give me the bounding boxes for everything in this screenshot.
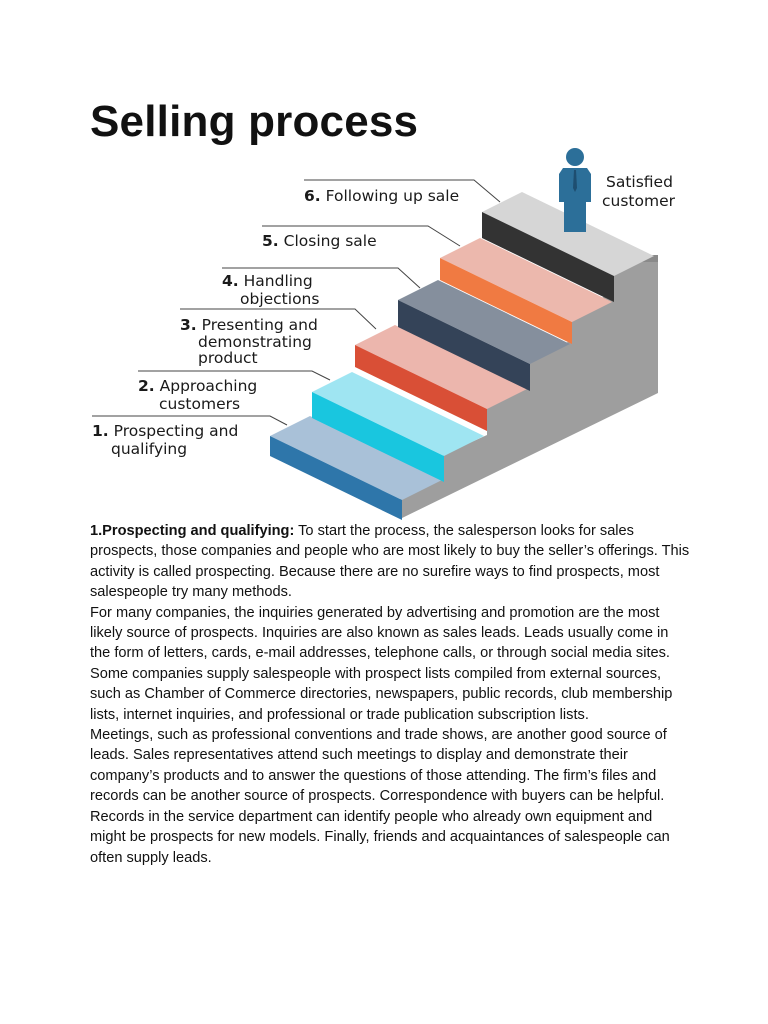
body-paragraph-1: 1.Prospecting and qualifying: To start t… — [90, 521, 690, 603]
satisfied-customer-label: Satisfied customer — [602, 173, 678, 210]
leader-lines — [92, 179, 501, 426]
step-5-front — [440, 258, 572, 344]
step-label-1: 1. Prospecting and qualifying — [92, 422, 243, 458]
step-2-front — [312, 392, 444, 482]
body-paragraph-2: For many companies, the inquiries genera… — [90, 604, 670, 662]
step-2-top — [312, 372, 484, 456]
step-4-top — [398, 280, 570, 364]
step-4-front — [398, 300, 530, 391]
step-3-front — [355, 345, 487, 431]
leader-line-step-6 — [304, 179, 501, 203]
leader-line-step-1 — [92, 415, 288, 426]
satisfied-customer-person-icon — [559, 148, 591, 232]
leader-line-step-3 — [180, 308, 377, 330]
step-1-front — [270, 436, 402, 520]
step-5-top — [440, 238, 612, 322]
body-paragraph-4: Meetings, such as professional conventio… — [90, 727, 670, 866]
step-1-top — [270, 416, 442, 500]
leader-line-step-5 — [262, 225, 461, 247]
body-paragraph-3: Some companies supply salespeople with p… — [90, 665, 673, 723]
leader-line-step-2 — [138, 370, 331, 381]
step-6-front — [482, 212, 614, 302]
prospecting-body-text: 1.Prospecting and qualifying: To start t… — [90, 521, 690, 868]
step-3-top — [355, 325, 527, 409]
step-label-6: 6. Following up sale — [304, 187, 459, 205]
staircase-side-wall — [400, 255, 658, 519]
page-title: Selling process — [90, 97, 419, 146]
step-labels: 1. Prospecting and qualifying 2. Approac… — [92, 187, 459, 458]
staircase-steps — [270, 192, 654, 520]
step-label-3: 3. Presenting and demonstrating product — [180, 316, 323, 367]
selling-process-staircase-diagram: 1. Prospecting and qualifying 2. Approac… — [0, 140, 768, 530]
section-heading: 1.Prospecting and qualifying: — [90, 523, 295, 539]
step-label-2: 2. Approaching customers — [138, 377, 262, 413]
body-paragraph-1-text: To start the process, the salesperson lo… — [90, 523, 690, 601]
step-6-top — [482, 192, 654, 276]
step-label-4: 4. Handling objections — [222, 272, 319, 308]
step-label-5: 5. Closing sale — [262, 232, 377, 250]
leader-line-step-4 — [222, 267, 421, 289]
